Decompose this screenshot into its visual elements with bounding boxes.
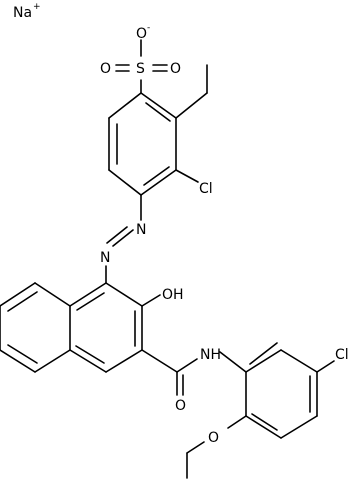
bond <box>219 351 247 373</box>
bond <box>112 229 134 247</box>
bond <box>34 349 71 373</box>
bond <box>143 166 170 186</box>
bond <box>316 360 335 373</box>
bond <box>76 292 105 311</box>
bond <box>0 349 36 373</box>
sulfonate-oxygen-left-label: O <box>100 61 111 77</box>
bond <box>145 102 171 122</box>
azo-nitrogen-lower-label: N <box>100 250 110 266</box>
bond <box>175 169 199 183</box>
bond <box>105 349 143 373</box>
bond <box>141 349 178 373</box>
bond <box>106 226 128 244</box>
bond <box>176 358 198 373</box>
atom-labels: Na + O - O S O Cl N N OH NH O Cl O <box>13 2 349 446</box>
oxygen-anion-charge: - <box>147 23 150 33</box>
azo-nitrogen-upper-label: N <box>136 222 146 238</box>
bond <box>7 344 38 364</box>
bond <box>69 349 107 373</box>
oxygen-anion-label: O <box>136 26 147 42</box>
bond <box>108 92 142 119</box>
bond <box>34 282 71 307</box>
bond <box>141 294 161 307</box>
chloro-top-label: Cl <box>199 181 213 197</box>
bond <box>105 282 143 307</box>
bond <box>249 342 278 365</box>
bond <box>227 415 247 429</box>
chloro-right-label: Cl <box>335 347 349 363</box>
bond-lines <box>0 39 335 479</box>
bond <box>280 415 318 439</box>
sulfonate-oxygen-right-label: O <box>170 61 181 77</box>
bond <box>69 282 107 307</box>
bond <box>140 92 177 119</box>
sulfur-label: S <box>136 61 145 77</box>
bond <box>186 441 205 454</box>
bond <box>280 349 318 373</box>
amide-oxygen-label: O <box>175 398 186 414</box>
bond <box>0 282 36 307</box>
bond <box>245 349 282 373</box>
amide-nh-label: NH <box>200 347 221 363</box>
bond <box>108 169 142 196</box>
ether-oxygen-label: O <box>208 430 219 446</box>
bond <box>245 415 282 439</box>
bond <box>175 92 208 119</box>
bond <box>140 169 177 196</box>
bond <box>251 413 278 431</box>
sodium-label: Na <box>13 5 32 21</box>
hydroxyl-label: OH <box>162 287 184 303</box>
sodium-charge: + <box>33 2 41 12</box>
bond <box>7 291 38 312</box>
bond <box>75 345 105 364</box>
